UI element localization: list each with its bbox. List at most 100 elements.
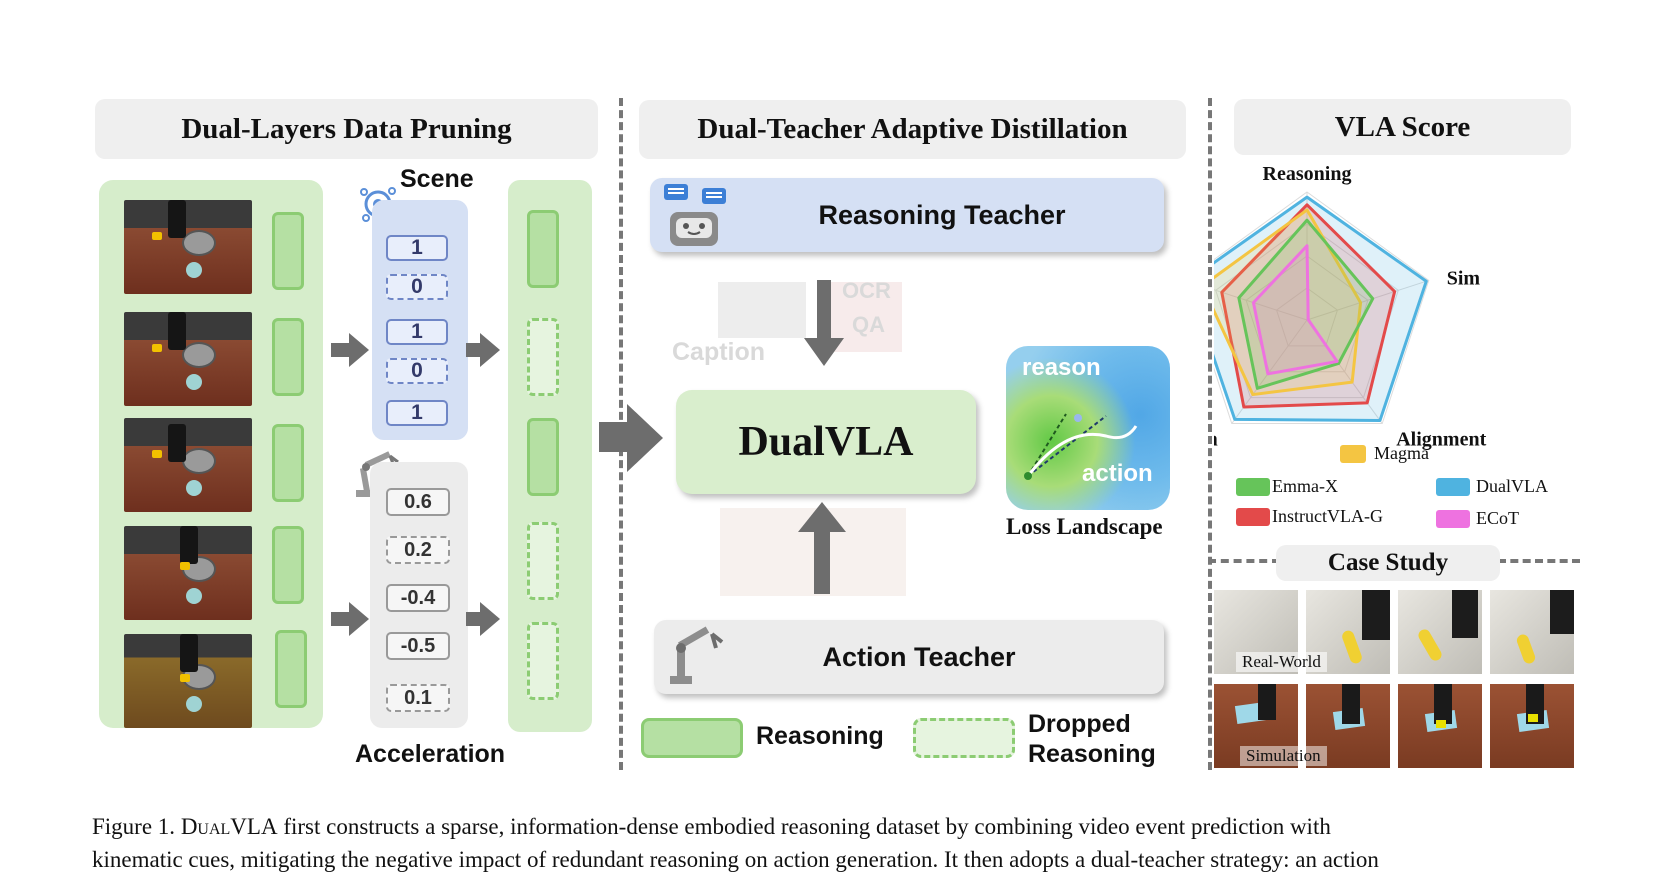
action-teacher-label: Action Teacher — [822, 641, 1016, 672]
radar-axis-label-intension: Intension — [1214, 429, 1218, 451]
frame-image-2 — [124, 312, 252, 406]
scene-value-5: 1 — [386, 400, 448, 426]
pruned-slot-4 — [527, 522, 559, 600]
scene-value-1: 1 — [386, 235, 448, 261]
frame-slot-5 — [275, 630, 307, 708]
radar-chart: ReasoningSimAlignmentIntensionAction — [1214, 163, 1487, 451]
header-data-pruning: Dual-Layers Data Pruning — [95, 99, 598, 159]
reasoning-teacher-label: Reasoning Teacher — [818, 199, 1066, 230]
frame-slot-2 — [272, 318, 304, 396]
robot-head-icon — [662, 182, 734, 250]
case-sim-image-4 — [1490, 684, 1574, 768]
faded-caption-image — [718, 282, 806, 338]
up-arrow-shaft — [814, 530, 830, 594]
arrow-head-lower-left — [349, 602, 369, 636]
down-arrow-head — [804, 338, 844, 366]
frame-image-1 — [124, 200, 252, 294]
arrow-head-lower-right — [480, 602, 500, 636]
dualvla-model-box: DualVLA — [676, 390, 976, 494]
big-arrow-head — [627, 404, 663, 472]
reasoning-teacher-box: Reasoning Teacher — [650, 178, 1164, 252]
legend-reasoning-label: Reasoning — [756, 722, 884, 750]
legend-emma-swatch — [1236, 478, 1270, 496]
arrow-head-upper-right — [480, 333, 500, 367]
frame-slot-4 — [272, 526, 304, 604]
acceleration-value-5: 0.1 — [386, 684, 450, 712]
case-study-divider-right — [1498, 559, 1580, 563]
header-adaptive-distillation: Dual-Teacher Adaptive Distillation — [639, 100, 1186, 159]
radar-series-ecot — [1251, 244, 1339, 376]
simulation-label: Simulation — [1240, 746, 1327, 766]
loss-landscape-image: reason action — [1006, 346, 1170, 510]
faded-ocr-text: OCR — [842, 278, 891, 303]
radar-axis-label-alignment: Alignment — [1396, 429, 1486, 451]
figure-caption-line-2: kinematic cues, mitigating the negative … — [92, 847, 1379, 872]
acceleration-value-1: 0.6 — [386, 488, 450, 516]
frame-slot-1 — [272, 212, 304, 290]
scene-value-2: 0 — [386, 274, 448, 300]
loss-landscape-label: Loss Landscape — [1006, 514, 1163, 539]
legend-ecot-swatch — [1436, 510, 1470, 528]
case-study-divider-left — [1208, 559, 1280, 563]
legend-ecot-label: ECoT — [1476, 508, 1519, 528]
up-arrow-head — [798, 502, 846, 532]
robot-arm-icon — [352, 450, 404, 502]
arrow-shaft-upper-left — [331, 343, 351, 357]
pruned-slot-5 — [527, 622, 559, 700]
radar-spoke-action — [1214, 289, 1308, 321]
scene-label: Scene — [400, 165, 474, 193]
arrow-head-upper-left — [349, 333, 369, 367]
case-real-image-2 — [1306, 590, 1390, 674]
big-arrow-shaft — [599, 422, 629, 452]
legend-instructvla-label: InstructVLA-G — [1272, 506, 1383, 526]
header-vla-score: VLA Score — [1234, 99, 1571, 155]
action-robot-arm-icon — [666, 626, 730, 688]
frame-image-4 — [124, 526, 252, 620]
legend-dualvla-swatch — [1436, 478, 1470, 496]
case-sim-image-3 — [1398, 684, 1482, 768]
caption-prefix: Figure 1. — [92, 814, 181, 839]
legend-dropped-label-1: Dropped — [1028, 710, 1131, 738]
radar-spoke-sim — [1306, 279, 1429, 321]
caption-model-name: DualVLA — [180, 814, 278, 839]
pruned-slot-3 — [527, 418, 559, 496]
case-real-image-3 — [1398, 590, 1482, 674]
legend-dropped-swatch — [913, 718, 1015, 758]
case-study-title: Case Study — [1276, 545, 1500, 581]
legend-magma-label: Magma — [1374, 443, 1429, 463]
action-teacher-box: Action Teacher — [654, 620, 1164, 694]
frame-image-3 — [124, 418, 252, 512]
faded-qa-text: QA — [852, 312, 885, 337]
down-arrow-shaft — [817, 280, 831, 340]
radar-series-emma-x — [1237, 218, 1375, 390]
legend-instructvla-swatch — [1236, 508, 1270, 526]
legend-magma-swatch — [1340, 445, 1366, 463]
loss-reason-label: reason — [1022, 354, 1101, 381]
dualvla-model-label: DualVLA — [738, 419, 914, 465]
frame-slot-3 — [272, 424, 304, 502]
arrow-shaft-upper-right — [466, 343, 482, 357]
faded-caption-text: Caption — [672, 338, 766, 366]
figure-caption-line-1: Figure 1. DualVLA first constructs a spa… — [92, 810, 1592, 843]
arrow-shaft-lower-left — [331, 612, 351, 626]
loss-action-label: action — [1082, 460, 1153, 487]
legend-reasoning-swatch — [641, 718, 743, 758]
caption-line-1-rest: first constructs a sparse, information-d… — [277, 814, 1331, 839]
acceleration-value-4: -0.5 — [386, 632, 450, 660]
acceleration-value-2: 0.2 — [386, 536, 450, 564]
legend-dropped-label-2: Reasoning — [1028, 740, 1156, 768]
legend-dualvla-label: DualVLA — [1476, 476, 1548, 496]
scene-value-4: 0 — [386, 358, 448, 384]
pruned-slot-2 — [527, 318, 559, 396]
case-real-image-4 — [1490, 590, 1574, 674]
radar-grid-ring-1 — [1275, 287, 1339, 347]
separator-right — [1208, 98, 1212, 770]
radar-axis-label-reasoning: Reasoning — [1263, 163, 1352, 185]
legend-emma-label: Emma-X — [1272, 476, 1338, 496]
acceleration-value-3: -0.4 — [386, 584, 450, 612]
arrow-shaft-lower-right — [466, 612, 482, 626]
acceleration-label: Acceleration — [355, 740, 506, 768]
pruned-slot-1 — [527, 210, 559, 288]
radar-axis-label-sim: Sim — [1447, 267, 1481, 289]
frame-image-5 — [124, 634, 252, 728]
